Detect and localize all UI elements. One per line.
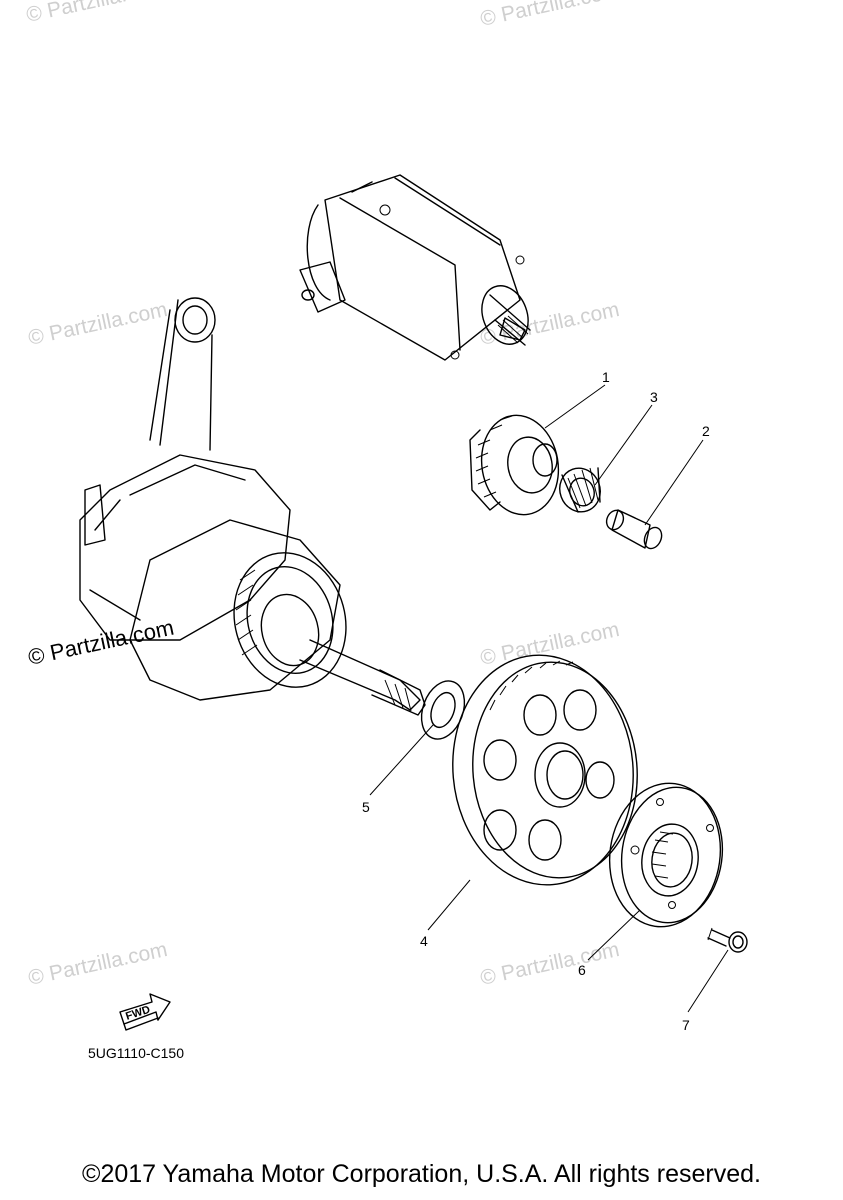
- part-1-idle-gear: [469, 414, 560, 516]
- part-3-bearing: [559, 467, 601, 513]
- callout-4: 4: [420, 933, 428, 949]
- callout-5: 5: [362, 799, 370, 815]
- callout-7: 7: [682, 1017, 690, 1033]
- fwd-arrow-icon: FWD: [119, 993, 171, 1031]
- starter-motor: [299, 174, 531, 361]
- watermark-bottom-right: © Partzilla.com: [478, 938, 621, 990]
- callout-1: 1: [602, 369, 610, 385]
- watermark-bottom-left: © Partzilla.com: [26, 938, 169, 990]
- fwd-label: FWD: [124, 1004, 152, 1023]
- callout-2: 2: [702, 423, 710, 439]
- watermark-top-left: © Partzilla.com: [24, 0, 167, 27]
- part-7-bolt: [707, 927, 748, 953]
- callouts: 1 3 2 5 4 6 7: [362, 369, 710, 1033]
- callout-leaders: [369, 384, 729, 1013]
- watermark-dark: © Partzilla.com: [26, 615, 176, 670]
- crankshaft: [79, 297, 426, 716]
- part-code: 5UG1110-C150: [88, 1045, 184, 1061]
- copyright-notice: ©2017 Yamaha Motor Corporation, U.S.A. A…: [82, 1160, 761, 1188]
- part-2-shaft: [605, 509, 663, 550]
- callout-6: 6: [578, 962, 586, 978]
- watermarks: © Partzilla.com © Partzilla.com © Partzi…: [24, 0, 621, 990]
- watermark-top-right: © Partzilla.com: [478, 0, 621, 31]
- part-6-one-way-clutch: [608, 782, 724, 928]
- callout-3: 3: [650, 389, 658, 405]
- part-4-wheel-gear: [452, 654, 638, 886]
- watermark-mid-left: © Partzilla.com: [26, 298, 169, 350]
